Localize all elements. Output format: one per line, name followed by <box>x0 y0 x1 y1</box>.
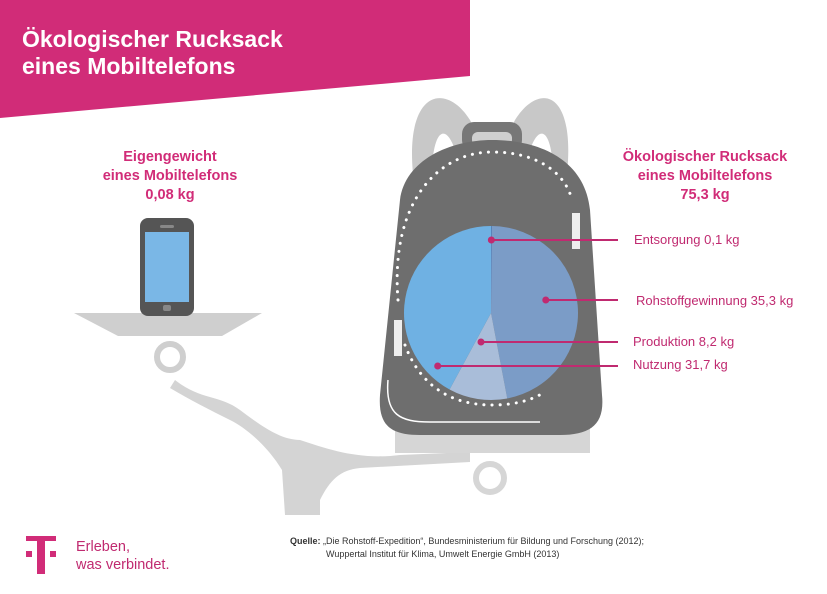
leader-dot <box>542 296 550 304</box>
arm-shape <box>170 380 470 515</box>
platter <box>74 313 262 336</box>
slice-label-rohstoffgewinnung: Rohstoffgewinnung 35,3 kg <box>636 293 794 308</box>
source-citation: Quelle: „Die Rohstoff-Expedition“, Bunde… <box>290 536 645 559</box>
telekom-logo <box>26 536 56 574</box>
pie-slice-rohstoffgewinnung <box>491 226 579 399</box>
leader-dot <box>487 236 495 244</box>
pie-chart <box>404 226 579 400</box>
header-banner <box>0 0 470 118</box>
platter-ring <box>154 341 186 373</box>
leader-dot <box>434 362 442 370</box>
slogan: Erleben,was verbindet. <box>76 539 170 573</box>
slice-label-entsorgung: Entsorgung 0,1 kg <box>634 232 740 247</box>
leader-dot <box>477 338 485 346</box>
phone-icon <box>140 218 194 316</box>
pie-slice-nutzung <box>404 226 491 390</box>
slice-label-produktion: Produktion 8,2 kg <box>633 334 735 349</box>
pie-slice-produktion <box>449 313 508 400</box>
slice-label-nutzung: Nutzung 31,7 kg <box>633 357 728 372</box>
